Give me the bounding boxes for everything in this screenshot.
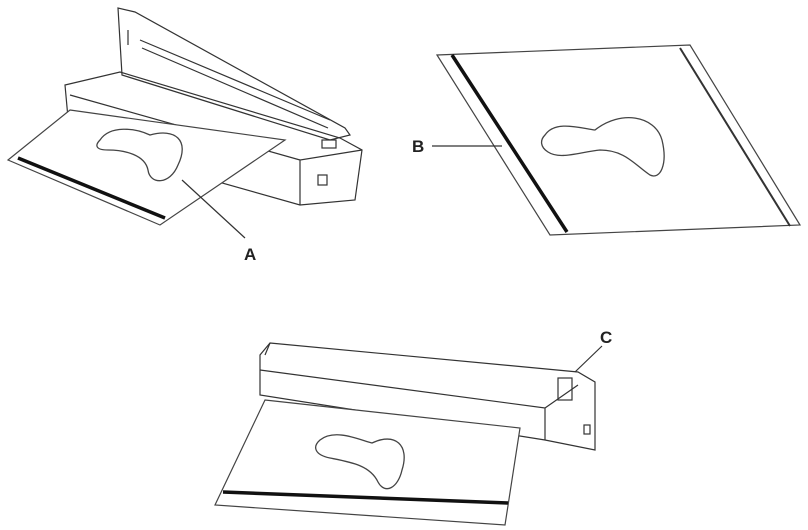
closed-sealer-illustration xyxy=(214,342,603,526)
label-c: C xyxy=(600,328,613,347)
label-b: B xyxy=(412,137,425,156)
bag-inserted xyxy=(6,109,287,239)
label-a: A xyxy=(244,245,257,264)
sealed-bag-illustration xyxy=(432,44,802,236)
